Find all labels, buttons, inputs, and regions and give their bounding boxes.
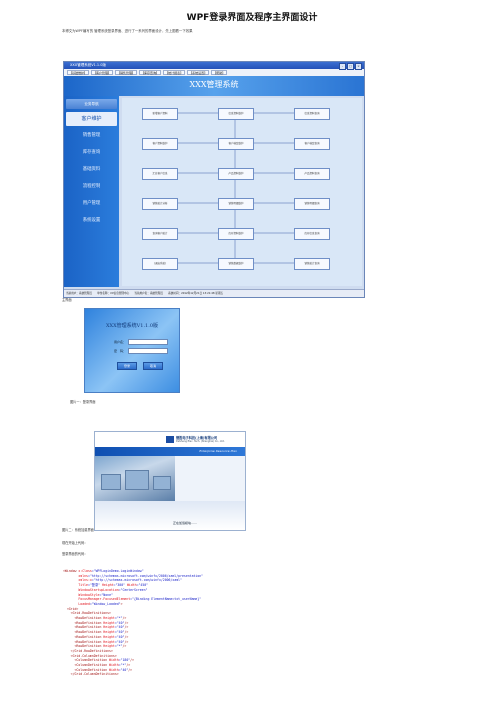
code-line: xmlns:x="http://schemas.microsoft.com/wi… xyxy=(63,578,182,583)
paragraph-1: 现在开始上代码： xyxy=(62,541,88,545)
flow-box-left-1[interactable]: 客户资料维护 xyxy=(142,138,178,150)
flow-box-left-0[interactable]: 新增客户资料 xyxy=(142,108,178,120)
code-line: <RowDefinition Height="*"/> xyxy=(63,644,127,649)
code-line: <Grid.ColumnDefinitions> xyxy=(63,653,117,658)
menu-item-2[interactable]: 【销售管理】 xyxy=(115,70,138,75)
flow-box-left-5[interactable]: (退出系统) xyxy=(142,258,178,270)
code-line: </Grid.RowDefinitions> xyxy=(63,648,113,653)
close-icon[interactable]: × xyxy=(355,63,362,70)
username-input[interactable] xyxy=(128,339,169,345)
menu-item-5[interactable]: 【系统设置】 xyxy=(187,70,210,75)
flow-box-right-2[interactable]: 产品资料查询 xyxy=(294,168,330,180)
flow-box-right-0[interactable]: 信息资料查询 xyxy=(294,108,330,120)
flow-box-center-1[interactable]: 客户档案维护 xyxy=(218,138,254,150)
code-line: Loaded="Window_Loaded"> xyxy=(63,601,123,606)
sidebar-item-0: 业务导航 xyxy=(66,99,117,109)
flow-box-right-3[interactable]: 销售明细查询 xyxy=(294,198,330,210)
page-title: WPF登录界面及程序主界面设计 xyxy=(186,13,318,23)
menu-item-1[interactable]: 【客户管理】 xyxy=(91,70,114,75)
code-line: <Window x:Class="WPFLoginDemo.LoginWindo… xyxy=(63,569,144,573)
office-photo xyxy=(95,456,175,501)
flow-box-right-4[interactable]: 库存信息查询 xyxy=(294,228,330,240)
main-window-caption: 主界面 xyxy=(62,298,72,302)
login-caption: 图片一：登录界面 xyxy=(70,400,96,404)
flow-box-center-4[interactable]: 库存资料维护 xyxy=(218,228,254,240)
sidebar-nav: 业务导航客户维护销售管理库存查询基础资料流程控制用户管理系统设置 xyxy=(64,96,119,287)
sidebar-item-3[interactable]: 库存查询 xyxy=(82,150,101,155)
flow-box-right-1[interactable]: 客户档案查询 xyxy=(294,138,330,150)
menu-item-6[interactable]: 【帮助】 xyxy=(211,70,228,75)
menu-bar: 【基础维护】【客户管理】【销售管理】【库存查询】【统计报表】【系统设置】【帮助】 xyxy=(64,69,364,76)
login-button[interactable]: 登录 xyxy=(117,362,137,370)
window-titlebar: XXX管理系统V1.1.0版 - □ × xyxy=(64,62,364,70)
sidebar-item-4[interactable]: 基础资料 xyxy=(82,167,101,172)
maximize-icon[interactable]: □ xyxy=(347,63,354,70)
code-block: <Window x:Class="WPFLoginDemo.LoginWindo… xyxy=(63,569,203,677)
menu-item-4[interactable]: 【统计报表】 xyxy=(163,70,186,75)
main-window-screenshot: XXX管理系统V1.1.0版 - □ × 【基础维护】【客户管理】【销售管理】【… xyxy=(63,61,365,298)
company-logo-icon xyxy=(166,436,174,443)
company-name-cn: 德胜电子科技(上海)有限公司 xyxy=(176,436,218,440)
window-title: XXX管理系统V1.1.0版 xyxy=(70,63,106,67)
password-row: 密 码： xyxy=(114,348,169,354)
paragraph-2: 登录界面的代码： xyxy=(62,552,88,556)
username-label: 用户名： xyxy=(114,340,127,344)
loading-text: 正在加载模块...... xyxy=(173,521,197,525)
menu-item-0[interactable]: 【基础维护】 xyxy=(67,70,90,75)
flow-box-center-2[interactable]: 产品资料维护 xyxy=(218,168,254,180)
code-line: <ColumnDefinition Width="180"/> xyxy=(63,658,135,663)
password-input[interactable] xyxy=(128,348,169,354)
intro-text: 本博文为WPF编写的 管理系统登录界面、进行了一系列的界面设计，先上图看一下效果 xyxy=(62,29,193,33)
code-line: <RowDefinition Height="40"/> xyxy=(63,639,129,644)
banner-title: XXX管理系统 xyxy=(189,80,239,89)
flow-box-right-5[interactable]: 销售统计查询 xyxy=(294,258,330,270)
code-line: WindowStartupLocation="CenterScreen" xyxy=(63,587,148,592)
minimize-icon[interactable]: - xyxy=(339,63,346,70)
status-bar: 当前用户：系统管理员 单位名称：XX信息管理中心 当前用户名：系统管理员 系统时… xyxy=(64,289,364,297)
code-line: <ColumnDefinition Width="*"/> xyxy=(63,663,131,668)
flow-box-left-2[interactable]: 汇总客户信息 xyxy=(142,168,178,180)
username-row: 用户名： xyxy=(114,339,169,345)
code-line: xmlns="http://schemas.microsoft.com/winf… xyxy=(63,573,204,578)
flow-box-left-4[interactable]: 查询客户统计 xyxy=(142,228,178,240)
code-line: <RowDefinition Height="40"/> xyxy=(63,630,129,635)
flow-box-center-0[interactable]: 信息资料维护 xyxy=(218,108,254,120)
code-line: <RowDefinition Height="*"/> xyxy=(63,616,127,621)
code-line: FocusManager.FocusedElement="{Binding El… xyxy=(63,597,202,602)
flow-box-center-3[interactable]: 销售明细维护 xyxy=(218,198,254,210)
window-buttons: - □ × xyxy=(339,63,362,70)
splash-footer xyxy=(95,501,245,530)
code-line: <RowDefinition Height="40"/> xyxy=(63,620,129,625)
login-title: XXX管理系统V1.1.0版 xyxy=(105,323,158,329)
splash-caption: 图片二：系统加载界面 xyxy=(62,528,94,532)
password-label: 密 码： xyxy=(114,349,127,353)
flow-box-center-5[interactable]: 销售数据维护 xyxy=(218,258,254,270)
code-line: <Grid.RowDefinitions> xyxy=(63,611,111,616)
flow-diagram: 新增客户资料客户资料维护汇总客户信息销售统计分析查询客户统计 (退出系统) 信息资料… xyxy=(122,98,362,286)
menu-item-3[interactable]: 【库存查询】 xyxy=(139,70,162,75)
sidebar-item-7[interactable]: 系统设置 xyxy=(82,218,101,223)
code-line: <RowDefinition Height="40"/> xyxy=(63,634,129,639)
sidebar-item-5[interactable]: 流程控制 xyxy=(82,184,101,189)
sidebar-item-1[interactable]: 客户维护 xyxy=(66,112,117,126)
code-line: <ColumnDefinition Width="40"/> xyxy=(63,667,133,672)
splash-screenshot: 德胜电子科技(上海)有限公司 DeSheng Elec. Tech. (Shan… xyxy=(94,431,246,531)
code-line: </Grid.ColumnDefinitions> xyxy=(63,672,119,677)
code-line: <Grid> xyxy=(63,606,79,611)
code-line: Title="登录" Height="300" Width="450" xyxy=(63,583,149,588)
code-line: WindowStyle="None" xyxy=(63,592,113,597)
sidebar-item-6[interactable]: 用户管理 xyxy=(82,201,101,206)
code-line: <RowDefinition Height="40"/> xyxy=(63,625,129,630)
flow-box-left-3[interactable]: 销售统计分析 xyxy=(142,198,178,210)
banner: XXX管理系统 xyxy=(64,76,364,96)
sidebar-item-2[interactable]: 销售管理 xyxy=(82,133,101,138)
cancel-button[interactable]: 取消 xyxy=(143,362,163,370)
product-name: Enterprise Resource Plan xyxy=(199,449,237,453)
login-window-screenshot: XXX管理系统V1.1.0版 用户名： 密 码： 登录 取消 xyxy=(84,308,180,393)
company-name-en: DeSheng Elec. Tech. (Shanghai) Co., Ltd. xyxy=(176,440,225,443)
product-bar: Enterprise Resource Plan xyxy=(95,447,245,456)
